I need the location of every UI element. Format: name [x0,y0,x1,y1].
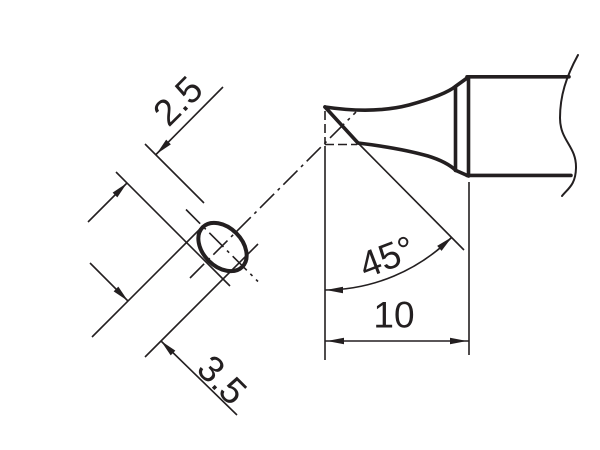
arrowhead [113,286,128,301]
arrowhead [326,286,343,294]
dimension-bevel-angle: 45° [324,142,465,294]
arrowhead [112,183,127,198]
extension-line-upper [91,224,205,338]
dimension-face-minor: 2.5 [87,68,231,287]
extension-line-lower [144,243,259,358]
label-bevel-length: 10 [373,295,414,336]
label-face-major-width: 3.5 [189,347,254,412]
extension-line-lower [115,171,231,287]
hidden-edges [324,111,357,146]
tip-bottom-edge [356,141,471,178]
break-line [558,54,579,197]
arrowhead [327,337,344,345]
label-bevel-angle: 45° [354,228,421,286]
tip-top-edge [323,75,471,112]
dimension-bevel-length: 10 [324,146,470,360]
arrowhead [161,341,176,356]
centerline-cross [185,208,259,283]
centerlines [185,111,357,283]
label-face-minor-width: 2.5 [145,68,210,133]
dimension-face-major: 3.5 [89,224,259,416]
extension-line-upper [144,143,205,204]
centerline-axis [189,111,357,279]
dimension-line-lower [160,340,238,416]
arrowhead [437,237,452,251]
bevel-face-edge [323,105,360,145]
arrowhead [156,139,171,154]
bevel-extension-line [357,142,465,251]
arrowhead [450,337,467,345]
tip-profile [323,54,579,197]
